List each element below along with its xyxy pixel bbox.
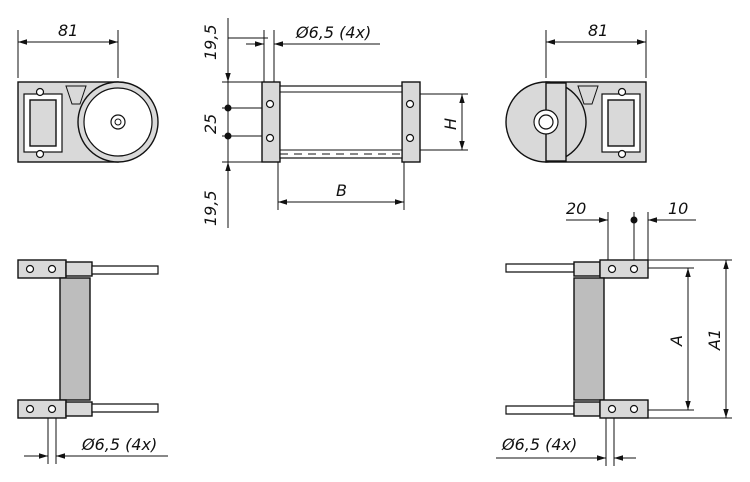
dim-inner-height-a: A xyxy=(667,335,686,347)
bottom-right-side-view: 20 10 A A1 Ø6,5 (4x) xyxy=(496,199,732,466)
top-right-end-view: 81 xyxy=(505,21,647,163)
top-middle-front-view: 19,5 25 19,5 Ø6,5 (4x) H B xyxy=(201,18,468,228)
dim-top-pitch: 19,5 xyxy=(201,24,220,60)
dim-width-right: 81 xyxy=(588,21,608,40)
dim-height-h: H xyxy=(441,118,460,130)
dim-hole-spacing: 25 xyxy=(201,114,220,134)
top-left-end-view: 81 xyxy=(17,21,159,163)
dim-hole-bottom-left: Ø6,5 (4x) xyxy=(81,435,157,454)
dim-bottom-pitch: 19,5 xyxy=(201,190,220,226)
dim-offset-20: 20 xyxy=(566,199,586,218)
dim-width-left: 81 xyxy=(58,21,78,40)
dim-hole-top: Ø6,5 (4x) xyxy=(295,23,371,42)
dim-outer-height-a1: A1 xyxy=(705,329,724,351)
dim-hole-bottom-right: Ø6,5 (4x) xyxy=(501,435,577,454)
bottom-left-side-view: Ø6,5 (4x) xyxy=(17,259,168,464)
dim-width-b: B xyxy=(336,181,347,200)
dim-offset-10: 10 xyxy=(668,199,688,218)
